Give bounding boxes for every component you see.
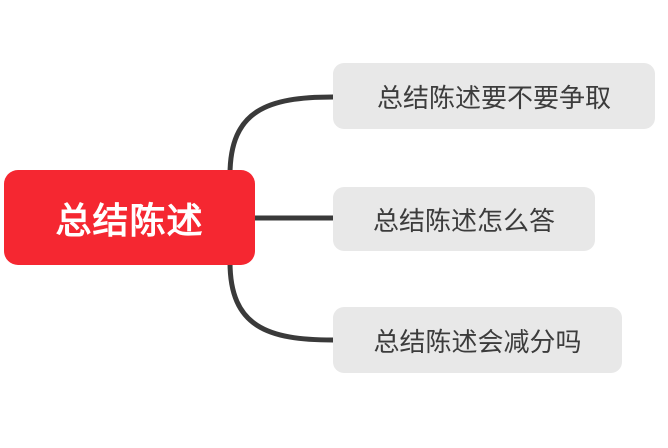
connector-branch-2 xyxy=(227,259,336,343)
mindmap-child-node-2[interactable]: 总结陈述会减分吗 xyxy=(333,307,622,373)
mindmap-child-node-0[interactable]: 总结陈述要不要争取 xyxy=(333,63,655,129)
connector-branch-0 xyxy=(227,94,336,178)
mindmap-child-node-1[interactable]: 总结陈述怎么答 xyxy=(333,187,595,251)
mindmap-root-label: 总结陈述 xyxy=(55,199,204,241)
mindmap-child-label-1: 总结陈述怎么答 xyxy=(372,205,555,236)
mindmap-child-label-2: 总结陈述会减分吗 xyxy=(373,326,582,357)
mindmap-child-label-0: 总结陈述要不要争取 xyxy=(376,82,611,113)
mindmap-root-node[interactable]: 总结陈述 xyxy=(4,170,255,265)
